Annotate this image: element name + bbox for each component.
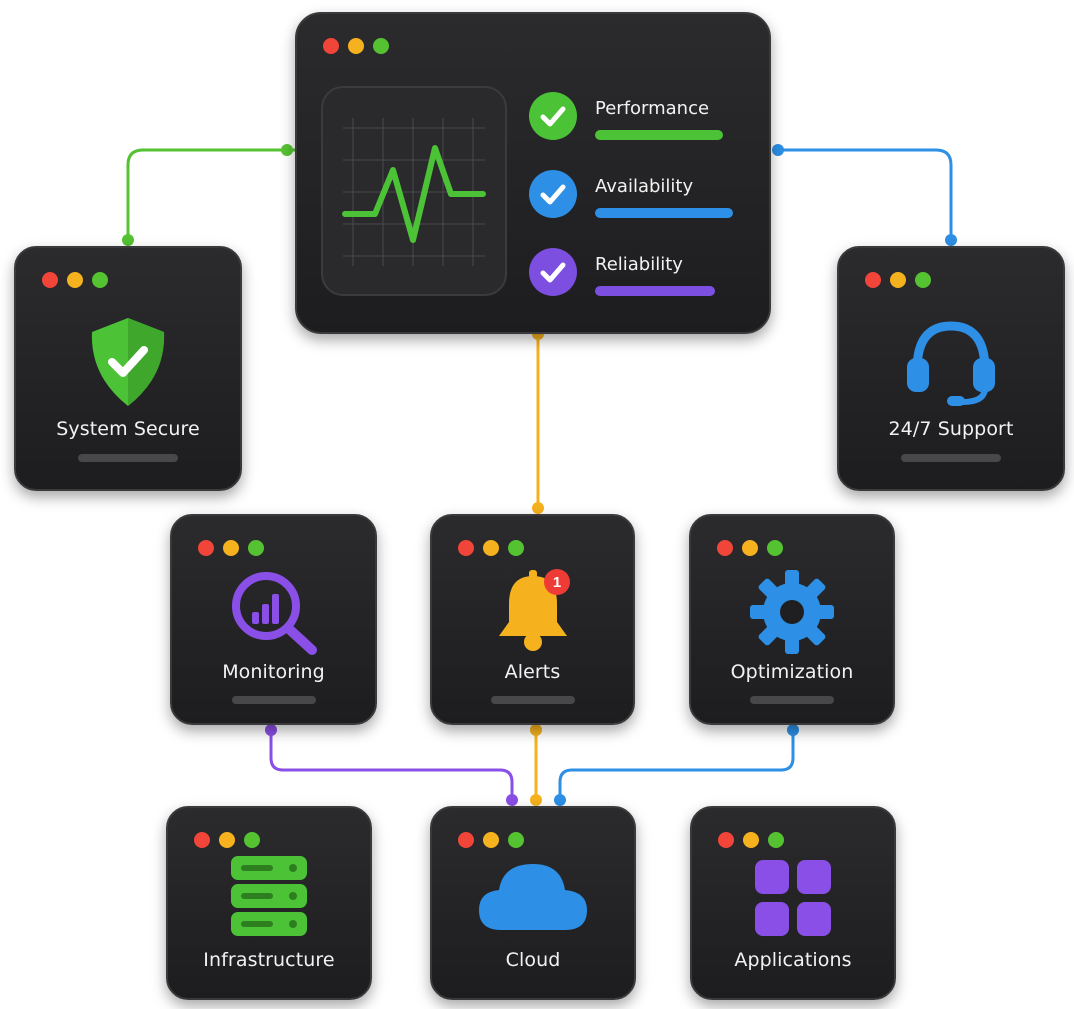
- node-cloud[interactable]: Cloud: [430, 806, 636, 1000]
- headset-icon: [907, 321, 995, 406]
- metric-bar: [595, 130, 723, 140]
- node-label: Alerts: [504, 661, 561, 683]
- node-monitoring[interactable]: Monitoring: [170, 514, 377, 725]
- window-controls: [718, 832, 784, 848]
- metric-reliability: Reliability: [529, 248, 739, 308]
- alert-badge-count: 1: [552, 574, 560, 591]
- node-infrastructure[interactable]: Infrastructure: [166, 806, 372, 1000]
- metric-bar: [595, 286, 715, 296]
- connector-secure: [126, 148, 297, 242]
- check-icon: [529, 92, 577, 140]
- node-label: Optimization: [730, 661, 854, 683]
- metric-label: Availability: [595, 176, 694, 197]
- connector-support: [773, 148, 953, 242]
- bell-icon: 1: [498, 569, 570, 651]
- progress-bar: [901, 454, 1001, 462]
- check-icon: [529, 170, 577, 218]
- window-controls: [323, 38, 389, 54]
- cloud-icon: [479, 864, 587, 930]
- magnifier-chart-icon: [231, 572, 317, 655]
- progress-bar: [231, 696, 316, 704]
- progress-bar: [78, 454, 178, 462]
- node-label: Monitoring: [222, 661, 325, 683]
- metric-label: Performance: [595, 98, 710, 119]
- window-controls: [458, 540, 524, 556]
- node-label: Applications: [734, 949, 852, 971]
- node-applications[interactable]: Applications: [690, 806, 896, 1000]
- metric-bar: [595, 208, 733, 218]
- node-label: Cloud: [505, 949, 561, 971]
- node-optimization[interactable]: Optimization: [689, 514, 895, 725]
- gear-icon: [750, 570, 834, 654]
- window-controls: [865, 272, 931, 288]
- connector-monitoring: [269, 728, 514, 802]
- window-controls: [42, 272, 108, 288]
- window-controls: [198, 540, 264, 556]
- window-controls: [458, 832, 524, 848]
- status-dashboard-card[interactable]: Performance Availability Reliability: [295, 12, 771, 334]
- metric-label: Reliability: [595, 254, 683, 275]
- pulse-chart-icon: [342, 118, 486, 266]
- shield-check-icon: [91, 318, 165, 406]
- progress-bar: [750, 696, 834, 704]
- connector-optimization: [558, 728, 795, 802]
- app-grid-icon: [755, 860, 831, 936]
- node-system-secure[interactable]: System Secure: [14, 246, 242, 491]
- pulse-monitor-screen: [321, 86, 507, 296]
- window-controls: [194, 832, 260, 848]
- window-controls: [717, 540, 783, 556]
- progress-bar: [490, 696, 575, 704]
- node-support[interactable]: 24/7 Support: [837, 246, 1065, 491]
- check-icon: [529, 248, 577, 296]
- node-label: System Secure: [56, 418, 200, 440]
- metric-availability: Availability: [529, 170, 739, 230]
- metric-performance: Performance: [529, 92, 739, 152]
- server-stack-icon: [231, 856, 307, 936]
- node-alerts[interactable]: 1 Alerts: [430, 514, 635, 725]
- node-label: Infrastructure: [203, 949, 335, 971]
- node-label: 24/7 Support: [888, 418, 1014, 440]
